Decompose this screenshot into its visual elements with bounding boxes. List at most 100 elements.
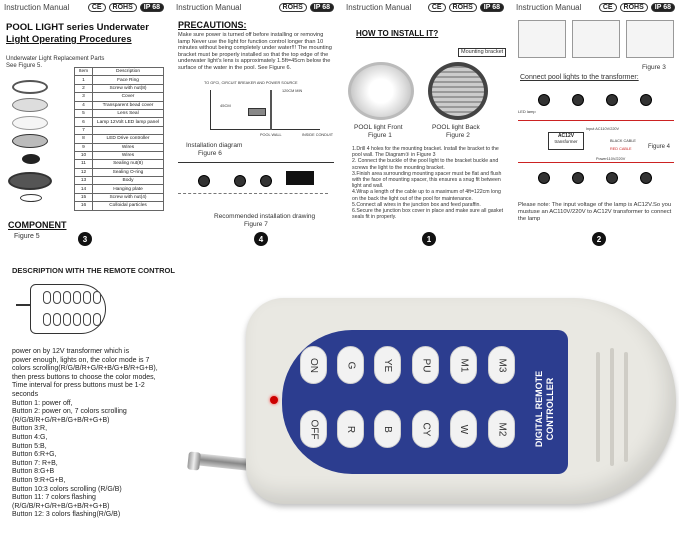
figure3-label: Figure 3 xyxy=(642,64,666,71)
ce-badge: CE xyxy=(427,3,446,12)
panel1-title-1: POOL LIGHT series Underwater xyxy=(6,22,149,33)
lens xyxy=(12,116,48,130)
table-header-item: Item xyxy=(74,66,93,77)
cy-button[interactable]: CY xyxy=(412,410,439,448)
exploded-view-diagram xyxy=(4,76,74,216)
remote-instructions: power on by 12V transformer which is pow… xyxy=(12,348,172,520)
remote-line: Button 6:R+G, xyxy=(12,451,57,459)
table-header-description: Description xyxy=(92,66,164,77)
install-steps: 1.Drill 4 holes for the mounting bracket… xyxy=(352,146,504,220)
led-indicator xyxy=(270,396,278,404)
off-button[interactable]: OFF xyxy=(300,410,327,448)
page-number: 4 xyxy=(254,232,268,246)
ip-badge: IP 68 xyxy=(479,3,504,12)
m2-button[interactable]: M2 xyxy=(488,410,515,448)
brand-line-1: DIGITAL REMOTE xyxy=(534,370,544,448)
voltage-note: Please note: The input voltage of the la… xyxy=(518,202,672,222)
ye-button[interactable]: YE xyxy=(374,346,401,384)
on-button[interactable]: ON xyxy=(300,346,327,384)
remote-line: (R/G/B/R+G/R+B/G+B/R+G+B) xyxy=(12,502,110,510)
install-steps-illustration xyxy=(518,20,674,62)
w-button[interactable]: W xyxy=(450,410,477,448)
brand-label: DIGITAL REMOTE CONTROLLER xyxy=(530,352,560,462)
ip-badge: IP 68 xyxy=(139,3,164,12)
page-header: Instruction Manual CE ROHS IP 68 xyxy=(512,0,679,15)
manual-page-4: Instruction Manual ROHS IP 68 PRECAUTION… xyxy=(172,0,338,248)
step-2: 2. Connect the buckle of the pool light … xyxy=(352,158,499,171)
figure5-label: Figure 5 xyxy=(14,233,40,240)
conduit-label: INSIDE CONDUIT xyxy=(302,133,334,137)
cover xyxy=(12,98,48,112)
remote-line: Button 8:G+B xyxy=(12,468,55,476)
manual-page-1: Instruction Manual CE ROHS IP 68 HOW TO … xyxy=(342,0,508,248)
recommended-drawing xyxy=(178,162,334,212)
figure1-label: Figure 1 xyxy=(368,132,392,139)
connect-title: Connect pool lights to the transformer: xyxy=(520,74,639,81)
remote-line: Time interval for press buttons must be … xyxy=(12,382,145,390)
face-ring xyxy=(12,80,48,94)
remote-desc-title: DESCRIPTION WITH THE REMOTE CONTROL xyxy=(12,266,175,275)
remote-line: Button 12: 3 colors flashing(R/G/B) xyxy=(12,511,121,519)
back-label: POOL light Back xyxy=(432,124,480,131)
remote-photo: ON G YE PU M1 M3 OFF R B CY W M2 DIGITAL… xyxy=(182,252,679,543)
remote-line: Button 9:R+G+B, xyxy=(12,476,66,484)
step-4: 4.Wrap a length of the cable up to a max… xyxy=(352,189,501,202)
antenna-tip xyxy=(187,451,201,471)
page-header: Instruction Manual CE ROHS IP 68 xyxy=(0,0,168,15)
pool-light-front xyxy=(348,62,414,120)
remote-line: power enough, lights on, the color mode … xyxy=(12,356,150,364)
body xyxy=(8,172,52,190)
led-lamp-label: LED lamp xyxy=(518,109,536,114)
controller xyxy=(22,154,40,164)
m1-button[interactable]: M1 xyxy=(450,346,477,384)
grip-ridge xyxy=(596,352,600,462)
transformer-label-1: AC12V xyxy=(557,133,575,139)
remote-description-card: DESCRIPTION WITH THE REMOTE CONTROL powe… xyxy=(0,252,180,543)
grip-ridge xyxy=(610,348,614,466)
table-row: 7 xyxy=(74,125,164,136)
ce-badge: CE xyxy=(598,3,617,12)
page-number: 1 xyxy=(422,232,436,246)
figure2-label: Figure 2 xyxy=(446,132,470,139)
remote-line: colors scrolling(R/G/B/R+G/R+B/G+B/R+G+B… xyxy=(12,365,158,373)
rohs-badge: ROHS xyxy=(108,3,137,12)
remote-line: then press buttons to choose the color m… xyxy=(12,373,156,381)
brand-line-2: CONTROLLER xyxy=(545,377,555,441)
step-5: 5.Connect all wires in the junction box … xyxy=(352,201,481,208)
header-label: Instruction Manual xyxy=(346,3,412,12)
diagram-top-label: TO GFCI, CIRCUIT BREAKER AND POWER SOURC… xyxy=(204,81,298,85)
remote-line: (R/G/B/R+G/R+B/G+B/R+G+B) xyxy=(12,416,110,424)
r-button[interactable]: R xyxy=(337,410,364,448)
page-number: 3 xyxy=(78,232,92,246)
remote-line: Button 4:G, xyxy=(12,433,48,441)
pu-button[interactable]: PU xyxy=(412,346,439,384)
rohs-badge: ROHS xyxy=(619,3,648,12)
sealing-ring xyxy=(20,194,42,202)
mini-remote-diagram xyxy=(30,284,106,334)
remote-line: Button 7: R+B, xyxy=(12,459,58,467)
step-3: 3.Finish area surrounding mounting space… xyxy=(352,170,502,190)
install-title: HOW TO INSTALL IT? xyxy=(356,29,439,38)
header-label: Instruction Manual xyxy=(4,3,70,12)
header-label: Instruction Manual xyxy=(516,3,582,12)
m3-button[interactable]: M3 xyxy=(488,346,515,384)
led-panel xyxy=(12,134,48,148)
g-button[interactable]: G xyxy=(337,346,364,384)
figure6-label: Figure 6 xyxy=(198,150,222,157)
figure7-label: Figure 7 xyxy=(244,221,268,228)
b-button[interactable]: B xyxy=(374,410,401,448)
dim-label-2: 45CM xyxy=(220,103,231,108)
component-label: COMPONENT xyxy=(8,220,67,230)
